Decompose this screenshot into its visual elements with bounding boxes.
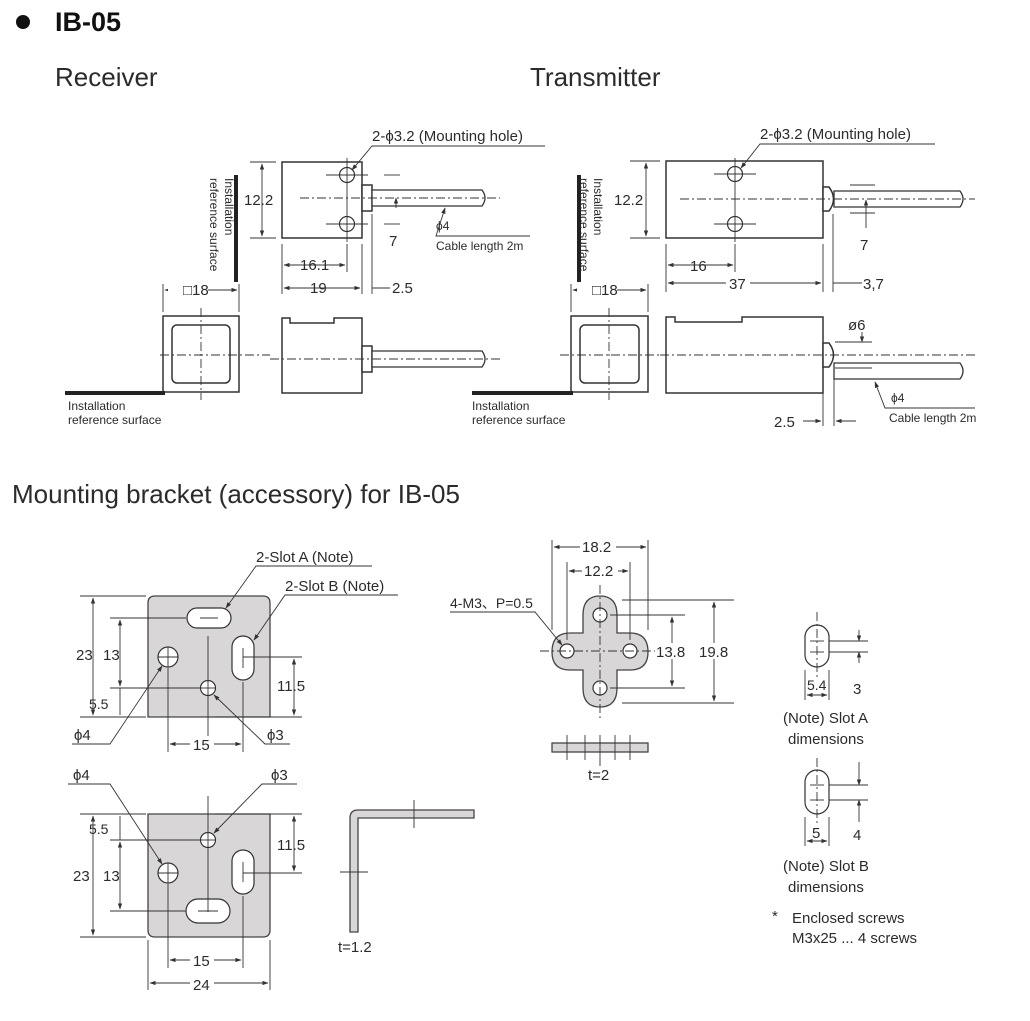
- slot-a-label: 2-Slot A (Note): [256, 549, 354, 566]
- adapter-thickness: t=2: [588, 767, 609, 784]
- bracket-bottom-pitch: 15: [193, 953, 210, 970]
- title-bullet: [16, 15, 30, 29]
- receiver-install-label-2: reference surface: [68, 413, 162, 427]
- bracket-top-hole-small: ϕ3: [267, 727, 284, 744]
- bracket-bottom-hole-large: ϕ4: [73, 767, 90, 784]
- transmitter-install-label-2: reference surface: [472, 413, 566, 427]
- adapter-thread-label: 4-M3、P=0.5: [450, 595, 533, 611]
- slot-b-label: 2-Slot B (Note): [285, 578, 384, 595]
- bracket-top-offset: 5.5: [89, 696, 109, 712]
- bracket-top-view: 23 13 5.5 11.5 15 2-Slot A (Note) 2-Slot…: [72, 549, 398, 754]
- bracket-side-profile: t=1.2: [338, 800, 475, 956]
- receiver-body-dim: 19: [310, 280, 327, 297]
- slot-b-height: 4: [853, 827, 861, 844]
- transmitter-install-label-1: Installation: [472, 399, 529, 413]
- screws-marker: *: [772, 908, 778, 925]
- bracket-bottom-offset: 5.5: [89, 821, 109, 837]
- slot-a-caption-2: dimensions: [788, 731, 864, 748]
- transmitter-surface-label-2: reference surface: [577, 178, 591, 272]
- bracket-bottom-height: 23: [73, 868, 90, 885]
- receiver-install-label-1: Installation: [68, 399, 125, 413]
- receiver-surface-label-1: Installation: [222, 178, 236, 235]
- transmitter-lens-len-dim: 2.5: [774, 414, 795, 431]
- bracket-heading: Mounting bracket (accessory) for IB-05: [12, 479, 460, 509]
- bracket-bottom-width: 24: [193, 977, 210, 994]
- screws-line-2: M3x25 ... 4 screws: [792, 930, 917, 947]
- transmitter-protrusion-dim: 3,7: [863, 276, 884, 293]
- receiver-surface-label-2: reference surface: [207, 178, 221, 272]
- receiver-hole-pitch-dim: 16.1: [300, 257, 329, 274]
- page-title: IB-05: [55, 7, 121, 37]
- bracket-top-height: 23: [76, 647, 93, 664]
- slot-b-detail: 4 5 (Note) Slot B dimensions: [783, 758, 869, 896]
- transmitter-hole-pitch-dim: 16: [690, 258, 707, 275]
- bracket-top-pitch: 15: [193, 737, 210, 754]
- slot-a-width: 5.4: [807, 677, 827, 693]
- bracket-side-thickness: t=1.2: [338, 939, 372, 956]
- slot-b-width: 5: [812, 825, 820, 842]
- receiver-cable: [371, 189, 486, 207]
- receiver-protrusion-dim: 2.5: [392, 280, 413, 297]
- transmitter-cable-length: Cable length 2m: [889, 411, 976, 425]
- bracket-bottom-right: 11.5: [277, 837, 305, 854]
- adapter-height-dim: 19.8: [699, 644, 728, 661]
- transmitter-body-top: [665, 160, 824, 239]
- adapter-pitch-x-dim: 12.2: [584, 563, 613, 580]
- transmitter-square-dim: □18: [592, 282, 618, 299]
- transmitter-mounting-hole-label: 2-ϕ3.2 (Mounting hole): [760, 126, 911, 143]
- receiver-square-dim: □18: [183, 282, 209, 299]
- bracket-l-profile: [349, 809, 475, 933]
- transmitter-hole-offset-dim: 7: [860, 237, 868, 254]
- bracket-bottom-view: 23 13 5.5 11.5 15 24 ϕ4 ϕ3: [68, 767, 305, 994]
- slot-a-caption-1: (Note) Slot A: [783, 710, 868, 727]
- receiver-side-view: [281, 317, 363, 394]
- slot-b-caption-1: (Note) Slot B: [783, 858, 869, 875]
- bracket-bottom-hole-small: ϕ3: [271, 767, 288, 784]
- receiver-cable-dia: ϕ4: [436, 219, 450, 233]
- bracket-bottom-inner: 13: [103, 868, 120, 885]
- bracket-top-hole-large: ϕ4: [74, 727, 91, 744]
- transmitter-surface-label-1: Installation: [591, 178, 605, 235]
- transmitter-lens-dia: ø6: [848, 317, 866, 334]
- receiver-hole-offset-dim: 7: [389, 233, 397, 250]
- transmitter-drawing: Installation reference surface 12.2 7 2-…: [472, 126, 976, 431]
- transmitter-height-dim: 12.2: [614, 192, 643, 209]
- slot-a-height: 3: [853, 681, 861, 698]
- bracket-plate-bottom: [147, 813, 271, 938]
- receiver-mounting-hole-label: 2-ϕ3.2 (Mounting hole): [372, 128, 523, 145]
- adapter-width-dim: 18.2: [582, 539, 611, 556]
- bracket-top-right: 11.5: [277, 678, 305, 695]
- receiver-drawing: Installation reference surface 12.2 7 2-…: [65, 128, 545, 427]
- adapter-plate: 18.2 12.2 13.8 19.8 4-M3、P=0.5 t=2: [450, 539, 735, 784]
- transmitter-heading: Transmitter: [530, 62, 661, 92]
- bracket-top-inner: 13: [103, 647, 120, 664]
- receiver-cable-length: Cable length 2m: [436, 239, 523, 253]
- slot-a-detail: 3 5.4 (Note) Slot A dimensions: [783, 612, 868, 748]
- receiver-heading: Receiver: [55, 62, 158, 92]
- transmitter-body-dim: 37: [729, 276, 746, 293]
- slot-b-caption-2: dimensions: [788, 879, 864, 896]
- receiver-height-dim: 12.2: [244, 192, 273, 209]
- adapter-pitch-y-dim: 13.8: [656, 644, 685, 661]
- transmitter-cable-dia: ϕ4: [891, 391, 905, 405]
- screws-note: * Enclosed screws M3x25 ... 4 screws: [772, 908, 917, 947]
- transmitter-side-view: [665, 316, 824, 394]
- screws-line-1: Enclosed screws: [792, 910, 905, 927]
